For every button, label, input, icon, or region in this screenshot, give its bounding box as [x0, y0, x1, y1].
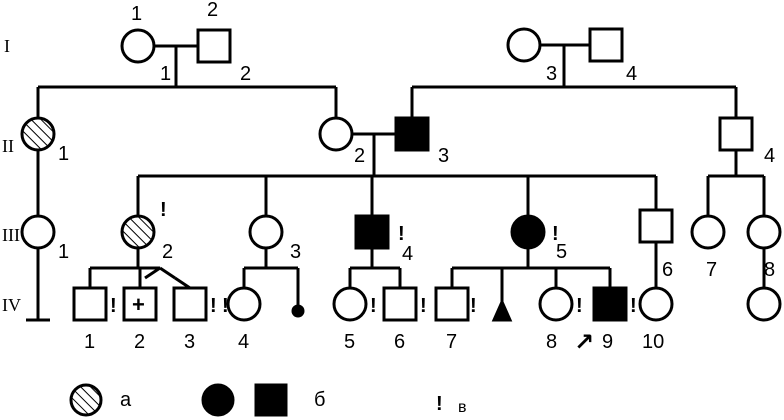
legend-label-a: а [120, 389, 132, 411]
individual-IV-7-male [434, 286, 470, 322]
label-IV-7: 7 [446, 331, 457, 353]
label-I-3: 3 [546, 63, 557, 85]
examined-mark-IV-3: ! [210, 295, 217, 317]
proband-arrow-icon: ↗ [574, 329, 594, 356]
label-III-7: 7 [706, 259, 717, 281]
examined-mark-IV-6: ! [420, 295, 427, 317]
examined-mark-III-4: ! [398, 223, 405, 245]
label-III-8: 8 [764, 259, 775, 281]
label-IV-6: 6 [394, 331, 405, 353]
label-IV-10: 10 [642, 331, 664, 353]
individual-I-3-female [506, 27, 542, 63]
individual-IV-5-female [332, 286, 368, 322]
generation-label-I: I [4, 36, 10, 56]
examined-mark-IV-9: ! [630, 295, 637, 317]
individual-IV-3-male [172, 286, 208, 322]
examined-mark-IV-1: ! [110, 295, 117, 317]
generation-label-IV: IV [2, 295, 21, 315]
individual-I-4-male [588, 27, 624, 63]
individual-III-2-carrier-female [120, 214, 156, 250]
individual-III-8-female [746, 214, 782, 250]
drop-line-IV-3 [174, 276, 191, 290]
individual-II-4-male [718, 116, 754, 152]
label-III-1: 1 [58, 241, 69, 263]
examined-mark-III-5: ! [552, 223, 559, 245]
plus-sign-IV-2: + [132, 292, 145, 317]
individual-IV-9-proband-male [592, 286, 628, 322]
examined-mark-IV-8: ! [576, 295, 583, 317]
label-III-4: 4 [402, 243, 413, 265]
examined-mark-IV-7: ! [470, 295, 477, 317]
label-II-1: 1 [58, 143, 69, 165]
examined-mark-IV-4: ! [222, 295, 229, 317]
label-IV-4: 4 [238, 331, 249, 353]
legend-affected-male-symbol [254, 383, 288, 417]
legend-affected-female-symbol [201, 383, 235, 417]
label-II-2: 2 [354, 145, 365, 167]
individual-II-1-carrier-female [20, 116, 56, 152]
legend-carrier-symbol [69, 383, 103, 417]
label-IV-8: 8 [546, 331, 557, 353]
individual-II-3-affected-male [394, 116, 430, 152]
examined-mark-IV-5: ! [370, 295, 377, 317]
label-I-4: 4 [626, 63, 637, 85]
individual-II-2-female [318, 116, 354, 152]
label-III-3: 3 [290, 241, 301, 263]
label-IV-5: 5 [344, 331, 355, 353]
label-I-couple-2: 2 [240, 63, 251, 85]
label-IV-1: 1 [84, 331, 95, 353]
individual-I-1-female [120, 28, 156, 64]
label-I-2: 2 [207, 0, 218, 21]
label-I-couple-1: 1 [160, 63, 171, 85]
twin-line-left [159, 266, 176, 280]
individual-III-1-female [20, 214, 56, 250]
generation-label-III: III [2, 225, 20, 245]
legend-label-c: в [458, 399, 467, 416]
individual-IV-2-male [122, 286, 158, 322]
individual-IV-4-small-dot [291, 304, 305, 318]
individual-III-7-female [690, 214, 726, 250]
label-III-5: 5 [556, 241, 567, 263]
individual-IV-8-female [538, 286, 574, 322]
individual-I-2-male [196, 28, 232, 64]
individual-IV-4-female [226, 286, 262, 322]
legend-examined-symbol: ! [436, 393, 443, 415]
label-IV-3: 3 [184, 331, 195, 353]
label-II-3: 3 [438, 145, 449, 167]
individual-III-6-male [638, 208, 674, 244]
individual-III-3-female [248, 214, 284, 250]
twin-line-right [144, 266, 161, 280]
individual-IV-miscarriage-triangle [491, 298, 513, 322]
label-I-1: 1 [131, 3, 142, 25]
label-III-2: 2 [162, 241, 173, 263]
legend-label-b: б [314, 389, 325, 411]
individual-III-5-affected-female [510, 214, 546, 250]
individual-IV-child-of-III-8-female [746, 286, 782, 322]
examined-mark-III-2: ! [160, 199, 167, 221]
individual-III-4-affected-male [354, 214, 390, 250]
label-III-6: 6 [662, 259, 673, 281]
label-II-4: 4 [764, 145, 775, 167]
label-IV-2: 2 [134, 331, 145, 353]
generation-label-II: II [2, 136, 14, 156]
label-IV-9: 9 [602, 331, 613, 353]
individual-IV-6-male [382, 286, 418, 322]
individual-IV-10-female [638, 286, 674, 322]
individual-IV-1-male [72, 286, 108, 322]
